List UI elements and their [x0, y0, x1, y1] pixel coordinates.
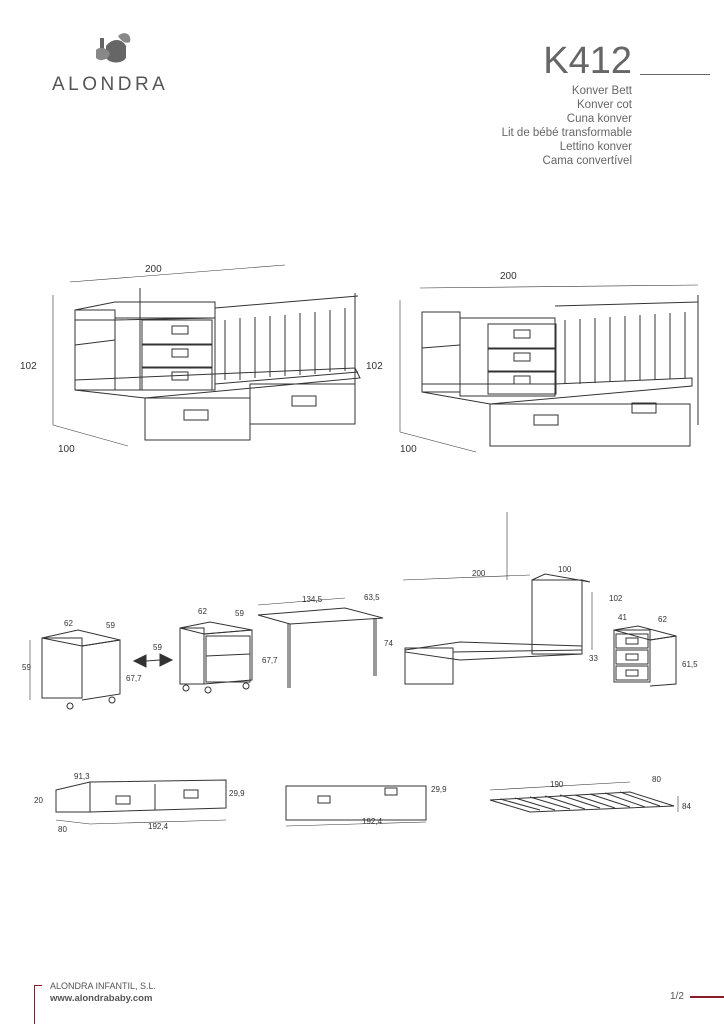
dim-cube-depth: 59: [106, 621, 115, 630]
dim-cube-width: 62: [64, 619, 73, 628]
footer-accent-line: [34, 985, 35, 1024]
dim-bed-height: 102: [609, 594, 623, 603]
slatted-base-drawing: [489, 781, 679, 813]
double-drawer-drawing: [55, 779, 227, 825]
model-number: K412: [543, 40, 632, 82]
dim-drawer-a: 91,3: [74, 772, 90, 781]
nightstand-drawing: [179, 621, 253, 694]
dim-desk-depth: 63,5: [364, 593, 380, 602]
chest-drawing: [613, 625, 677, 687]
desk-drawing: [257, 597, 384, 688]
brand-logo: [96, 33, 131, 63]
dim-slats-width: 80: [652, 775, 661, 784]
drawer-panel-drawing: [285, 785, 427, 827]
website-link[interactable]: www.alondrababy.com: [50, 993, 153, 1004]
dim-desk-width: 134,5: [302, 595, 323, 604]
dim-panel-height: 29,9: [431, 785, 447, 794]
dim-drawer-b: 20: [34, 796, 43, 805]
bed-drawing: [402, 512, 593, 685]
dim-crib-left-height: 102: [20, 361, 37, 372]
dim-crib-left-depth: 100: [58, 444, 75, 455]
dim-bed-base: 33: [589, 654, 598, 663]
dim-crib-right-depth: 100: [400, 444, 417, 455]
dim-crib-right-width: 200: [500, 271, 517, 282]
dim-desk-height: 74: [384, 639, 393, 648]
page-accent-line: [690, 996, 724, 998]
footer-accent-bar: [34, 985, 42, 986]
dim-drawer-e: 192,4: [148, 822, 169, 831]
product-name-en: Konver cot: [577, 99, 632, 111]
dim-bed-width: 100: [558, 565, 572, 574]
product-name-fr: Lit de bébé transformable: [501, 127, 632, 139]
product-name-pt: Cama convertível: [542, 155, 632, 167]
dimension-labels: 200 102 100 200 102 100 62 59 59 67,7 62…: [20, 264, 698, 834]
dim-crib-left-width: 200: [145, 264, 162, 275]
dim-nightstand-depth: 59: [235, 609, 244, 618]
model-underline: [640, 74, 710, 75]
company-name: ALONDRA INFANTIL, S.L.: [50, 981, 157, 991]
product-name-de: Konver Bett: [571, 85, 632, 97]
dim-chest-depth: 62: [658, 615, 667, 624]
bird-logo-icon: [96, 33, 131, 63]
dim-nightstand-width: 62: [198, 607, 207, 616]
dim-drawer-d: 80: [58, 825, 67, 834]
dim-bed-length: 200: [472, 569, 486, 578]
dim-slats-height: 84: [682, 802, 691, 811]
product-name-es: Cuna konver: [566, 113, 632, 125]
product-names: Konver Bett Konver cot Cuna konver Lit d…: [502, 84, 632, 168]
crib-drawing-left: [52, 264, 361, 447]
dim-panel-width: 192,4: [362, 817, 383, 826]
double-arrow-icon: [132, 653, 174, 668]
dim-slats-length: 190: [550, 780, 564, 789]
dim-drawer-c: 29,9: [229, 789, 245, 798]
dim-crib-right-height: 102: [366, 361, 383, 372]
brand-name: ALONDRA: [52, 74, 169, 95]
dim-cube-height2: 67,7: [126, 674, 142, 683]
dim-chest-width: 41: [618, 613, 627, 622]
dim-cube-height: 59: [22, 663, 31, 672]
dim-nightstand-height: 67,7: [262, 656, 278, 665]
page-number: 1/2: [670, 991, 684, 1002]
product-name-it: Lettino konver: [559, 141, 632, 153]
dim-chest-height: 61,5: [682, 660, 698, 669]
crib-drawing-right: [399, 284, 699, 453]
dim-nightstand-gap: 59: [153, 643, 162, 652]
cube-drawing: [29, 629, 121, 710]
